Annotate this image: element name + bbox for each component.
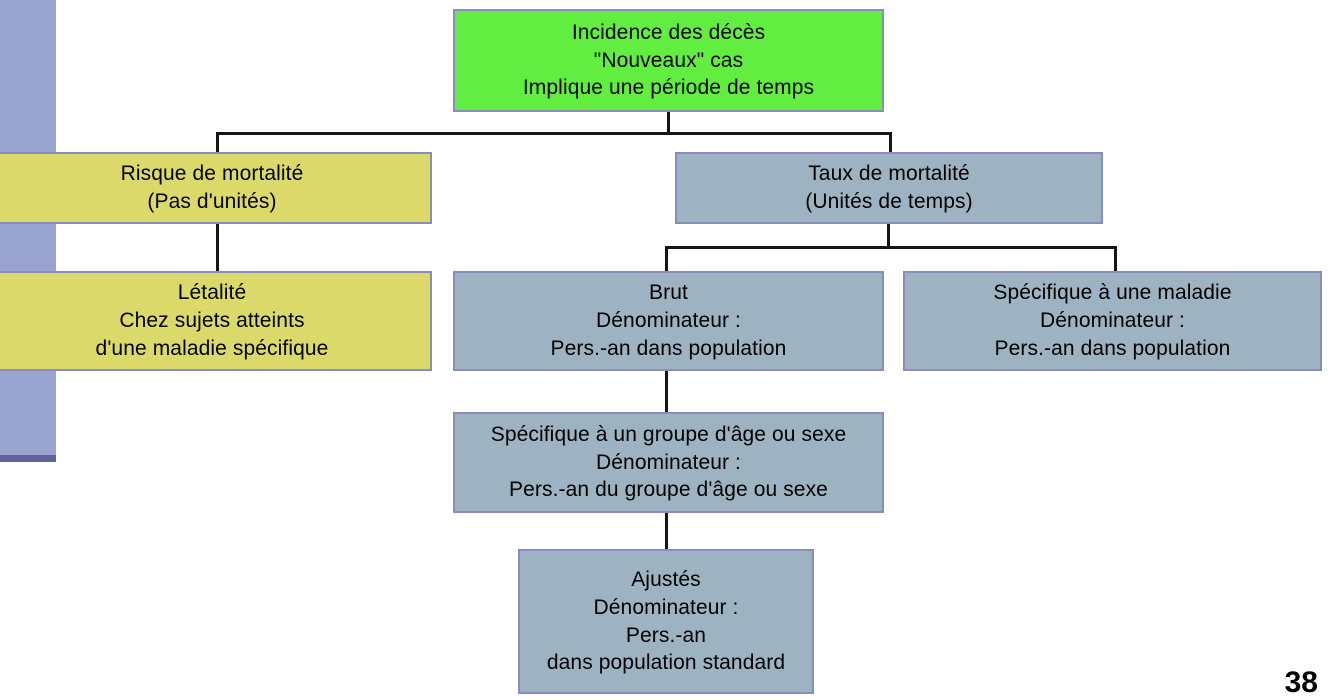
node-risque-de-mortalite[interactable]: Risque de mortalité (Pas d'unités) xyxy=(0,152,432,224)
connector-taux-down xyxy=(887,224,890,248)
node-line: Pers.-an xyxy=(625,623,707,647)
node-line: (Unités de temps) xyxy=(805,190,973,213)
connector-to-maladie xyxy=(1114,246,1117,273)
connector-risque-to-letalite xyxy=(216,224,219,271)
connector-level1-horizontal xyxy=(216,132,892,135)
node-line: Dénominateur : xyxy=(1040,309,1185,333)
left-accent-bar xyxy=(0,0,56,455)
node-line: Létalité xyxy=(177,281,247,305)
node-line: Spécifique à un groupe d'âge ou sexe xyxy=(490,422,847,446)
node-line: Pers.-an dans population xyxy=(550,336,787,360)
node-ajustes[interactable]: Ajustés Dénominateur : Pers.-an dans pop… xyxy=(518,549,814,694)
node-specifique-groupe-age-sexe[interactable]: Spécifique à un groupe d'âge ou sexe Dén… xyxy=(453,412,884,513)
connector-to-taux xyxy=(889,132,892,154)
node-line: Ajustés xyxy=(631,568,701,592)
connector-to-risque xyxy=(216,132,219,154)
node-line: Dénominateur : xyxy=(593,595,739,619)
node-line: d'une maladie spécifique xyxy=(95,336,329,360)
node-letalite[interactable]: Létalité Chez sujets atteints d'une mala… xyxy=(0,271,432,371)
node-line: Dénominateur : xyxy=(596,450,741,474)
node-line: Dénominateur : xyxy=(596,309,741,333)
node-line: Implique une période de temps xyxy=(522,76,815,100)
left-accent-bar-foot xyxy=(0,455,56,462)
node-line: Risque de mortalité xyxy=(120,162,304,186)
node-taux-de-mortalite[interactable]: Taux de mortalité (Unités de temps) xyxy=(675,152,1103,224)
node-line: Pers.-an du groupe d'âge ou sexe xyxy=(509,478,828,502)
connector-incidence-down xyxy=(667,112,670,134)
node-incidence-deces[interactable]: Incidence des décès "Nouveaux" cas Impli… xyxy=(453,9,884,112)
node-line: Incidence des décès xyxy=(571,20,766,44)
node-line: Pers.-an dans population xyxy=(994,336,1231,360)
node-line: Spécifique à une maladie xyxy=(993,281,1232,305)
node-specifique-a-une-maladie[interactable]: Spécifique à une maladie Dénominateur : … xyxy=(903,271,1322,371)
connector-level2-horizontal xyxy=(665,246,1117,249)
page-number: 38 xyxy=(1284,666,1318,699)
connector-groupe-to-ajustes xyxy=(665,513,668,551)
node-line: Taux de mortalité xyxy=(808,162,970,186)
node-line: "Nouveaux" cas xyxy=(593,48,744,72)
node-line: dans population standard xyxy=(546,651,786,675)
node-brut[interactable]: Brut Dénominateur : Pers.-an dans popula… xyxy=(453,271,884,371)
node-line: Brut xyxy=(649,281,688,305)
node-line: Chez sujets atteints xyxy=(119,309,305,333)
connector-brut-to-groupe xyxy=(665,371,668,414)
connector-to-brut xyxy=(665,246,668,273)
node-line: (Pas d'unités) xyxy=(147,190,277,213)
